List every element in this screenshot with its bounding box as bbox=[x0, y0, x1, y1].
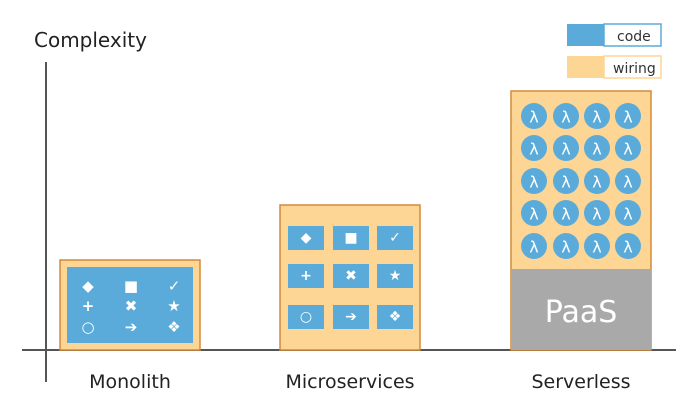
lambda-function bbox=[615, 135, 641, 161]
lambda-function bbox=[615, 200, 641, 226]
microservices-circle-icon: ○ bbox=[300, 309, 312, 325]
monolith-code-block bbox=[67, 267, 193, 343]
microservice-tile bbox=[377, 264, 413, 288]
monolith-glyphs: ◆ ■ ✓ + ✖ ★ ○ ➔ ❖ bbox=[81, 277, 180, 336]
microservices-square-icon: ■ bbox=[344, 230, 357, 246]
legend-wiring-swatch bbox=[567, 56, 604, 78]
microservices-check-icon: ✓ bbox=[389, 230, 401, 246]
legend-code-label: code bbox=[617, 29, 651, 45]
microservices-column: ◆ ■ ✓ + ✖ ★ ○ ➔ ❖ Microservices bbox=[279, 204, 421, 393]
microservice-tile bbox=[333, 264, 369, 288]
lambda-icon: λ bbox=[561, 173, 570, 192]
monolith-diamond-icon: ◆ bbox=[82, 277, 94, 295]
paas-block bbox=[511, 269, 651, 350]
lambda-icon: λ bbox=[529, 140, 538, 159]
legend: code wiring bbox=[567, 23, 662, 79]
monolith-square-icon: ■ bbox=[124, 277, 138, 295]
microservice-tile bbox=[333, 305, 369, 329]
lambda-function bbox=[521, 200, 547, 226]
lambda-function bbox=[584, 233, 610, 259]
lambda-function bbox=[584, 103, 610, 129]
lambda-icon: λ bbox=[592, 205, 601, 224]
lambda-icon: λ bbox=[623, 108, 632, 127]
lambda-function bbox=[553, 233, 579, 259]
lambda-icon: λ bbox=[592, 173, 601, 192]
monolith-star-icon: ★ bbox=[167, 297, 180, 315]
microservices-diamond-icon: ◆ bbox=[301, 230, 312, 246]
microservices-label: Microservices bbox=[285, 371, 414, 393]
lambda-function bbox=[521, 135, 547, 161]
lambda-function bbox=[553, 200, 579, 226]
monolith-four-diamonds-icon: ❖ bbox=[167, 318, 180, 336]
lambda-icon: λ bbox=[623, 140, 632, 159]
lambda-function bbox=[615, 103, 641, 129]
legend-wiring-box bbox=[603, 55, 662, 79]
lambda-icon: λ bbox=[592, 108, 601, 127]
lambda-function bbox=[615, 168, 641, 194]
lambda-function bbox=[584, 135, 610, 161]
monolith-label: Monolith bbox=[89, 371, 171, 393]
monolith-cross-icon: ✖ bbox=[125, 297, 138, 315]
lambda-function bbox=[553, 135, 579, 161]
lambda-icon: λ bbox=[623, 173, 632, 192]
lambda-icon: λ bbox=[623, 238, 632, 257]
lambda-function bbox=[584, 200, 610, 226]
lambda-icon: λ bbox=[561, 140, 570, 159]
lambda-function bbox=[521, 103, 547, 129]
lambda-icon: λ bbox=[561, 205, 570, 224]
microservice-tile bbox=[288, 264, 324, 288]
lambda-icon: λ bbox=[592, 140, 601, 159]
serverless-label: Serverless bbox=[531, 371, 630, 393]
microservice-tile bbox=[288, 226, 324, 250]
microservice-tile bbox=[377, 305, 413, 329]
paas-label: PaaS bbox=[545, 295, 618, 330]
lambda-icon: λ bbox=[529, 205, 538, 224]
lambda-function bbox=[553, 103, 579, 129]
microservice-tile bbox=[377, 226, 413, 250]
lambda-function bbox=[521, 168, 547, 194]
microservice-tile bbox=[333, 226, 369, 250]
lambda-icon: λ bbox=[529, 238, 538, 257]
monolith-circle-icon: ○ bbox=[81, 318, 94, 336]
lambda-function bbox=[553, 168, 579, 194]
microservices-cross-icon: ✖ bbox=[345, 268, 357, 284]
legend-code-swatch bbox=[567, 24, 604, 46]
lambda-icon: λ bbox=[561, 238, 570, 257]
monolith-column: ◆ ■ ✓ + ✖ ★ ○ ➔ ❖ Monolith bbox=[59, 259, 201, 393]
lambda-icon: λ bbox=[623, 205, 632, 224]
microservice-tile bbox=[288, 305, 324, 329]
lambda-function bbox=[615, 233, 641, 259]
legend-wiring-label: wiring bbox=[613, 61, 656, 77]
legend-code-box bbox=[603, 23, 662, 47]
lambda-icon: λ bbox=[529, 108, 538, 127]
monolith-check-icon: ✓ bbox=[168, 277, 181, 295]
microservices-four-diamonds-icon: ❖ bbox=[389, 309, 402, 325]
microservices-plus-icon: + bbox=[300, 268, 312, 284]
microservices-star-icon: ★ bbox=[389, 268, 402, 284]
lambda-icon: λ bbox=[592, 238, 601, 257]
lambda-icon: λ bbox=[529, 173, 538, 192]
lambda-icon: λ bbox=[561, 108, 570, 127]
microservices-arrow-right-icon: ➔ bbox=[345, 309, 357, 325]
lambda-function bbox=[521, 233, 547, 259]
monolith-plus-icon: + bbox=[82, 297, 95, 315]
y-axis-label: Complexity bbox=[34, 28, 147, 52]
monolith-arrow-right-icon: ➔ bbox=[125, 318, 138, 336]
lambda-function bbox=[584, 168, 610, 194]
microservices-tiles: ◆ ■ ✓ + ✖ ★ ○ ➔ ❖ bbox=[288, 226, 413, 329]
